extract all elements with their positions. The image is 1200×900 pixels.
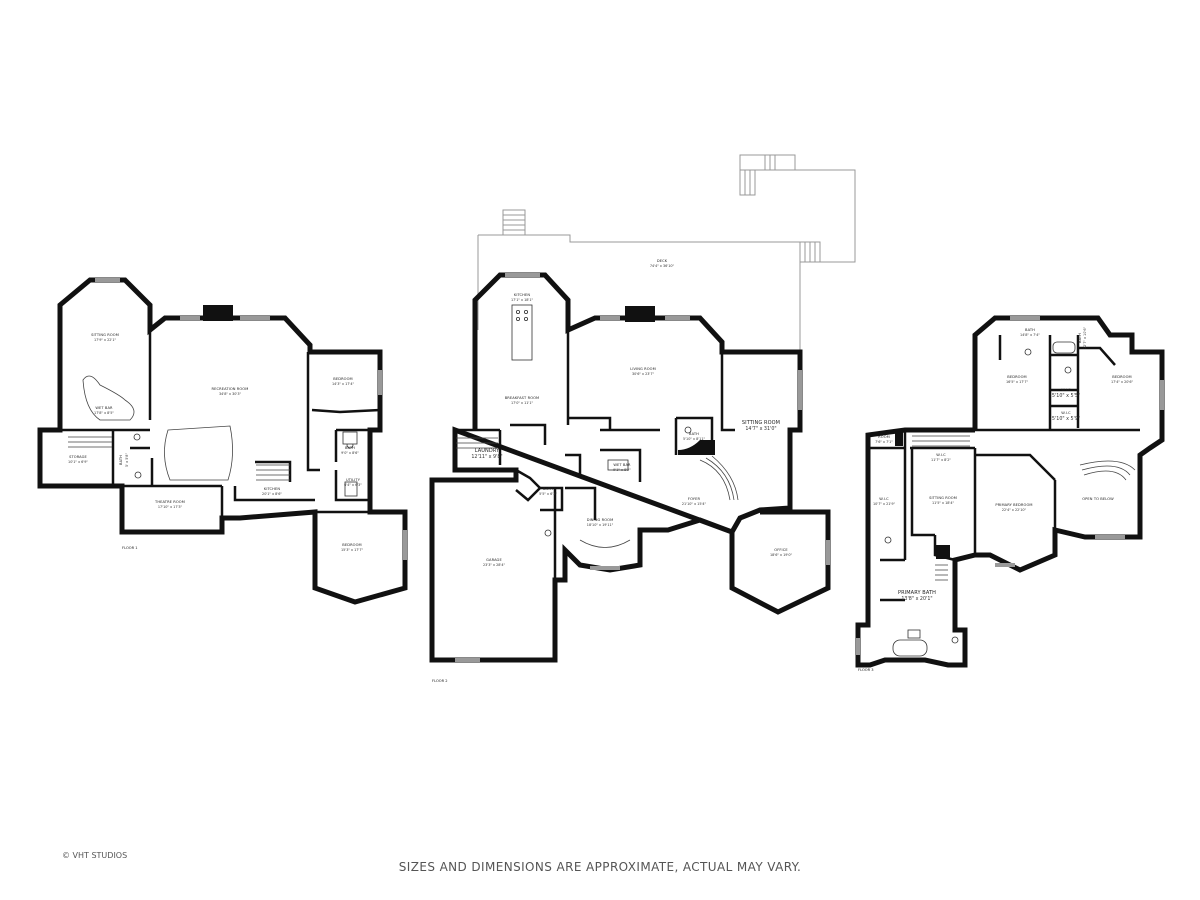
primary-bathtub [892, 639, 928, 657]
f2-bath-dim: 5'10" x 8'11" [683, 437, 706, 441]
f3-primary-bath-name: PRIMARY BATH [898, 590, 936, 596]
f3-wic3-name: W.I.C [936, 453, 946, 457]
f2-sitting-name: SITTING ROOM [742, 420, 780, 426]
f2-bath2-dim: 5'5" x 6'3" [539, 492, 557, 496]
f2-garage-name: GARAGE [486, 558, 502, 562]
floor-3-outer-wall [855, 315, 1165, 668]
f3-bath1-name: BATH [1025, 328, 1035, 332]
f2-breakfast-name: BREAKFAST ROOM [505, 396, 540, 400]
deck-stairs-icon [502, 154, 821, 263]
f1-storage-name: STORAGE [69, 455, 87, 459]
f3-bath2-name: BATH [1078, 333, 1082, 343]
f2-laundry-name: LAUNDRY [475, 448, 500, 454]
f1-bath-small-name: BATH [119, 455, 123, 465]
f2-living-dim: 30'6" x 23'7" [632, 372, 655, 376]
f2-breakfast-dim: 17'0" x 11'1" [511, 401, 534, 405]
f3-wic2-dim: 5'10" x 5'9" [1052, 416, 1080, 422]
foyer-stairs-icon [678, 440, 739, 501]
f3-wic2-name: W.I.C [1061, 411, 1071, 415]
f1-storage-dim: 10'1" x 6'9" [68, 460, 88, 464]
f1-kitchen-dim: 20'1" x 8'6" [262, 492, 282, 496]
f1-bath-dim: 9'0" x 8'6" [341, 451, 359, 455]
f3-primary-bed-dim: 22'4" x 22'10" [1002, 508, 1027, 512]
f1-bath-small-dim: 5' x 5'8" [125, 453, 129, 467]
f1-sitting-name: SITTING ROOM [91, 333, 119, 337]
f2-laundry-dim: 12'11" x 9'8" [471, 454, 502, 460]
floor-3-label: FLOOR 3 [858, 668, 874, 672]
floor-1-outer-wall [37, 277, 408, 605]
f3-wic3-dim: 11'7" x 8'2" [931, 458, 951, 462]
f3-room-dim: 7'6" x 7'1" [875, 440, 893, 444]
f1-wetbar-name: WET BAR [95, 406, 113, 410]
disclaimer-text: SIZES AND DIMENSIONS ARE APPROXIMATE, AC… [398, 860, 802, 874]
f2-deck-dim: 74'4" x 36'10" [650, 264, 675, 268]
floor-3-plan: BATH 14'8" x 7'4" BATH 12'7" x 10'6" BED… [855, 315, 1165, 672]
f3-wic4-dim: 10'7" x 21'9" [873, 502, 896, 506]
f3-sitting-dim: 11'5" x 18'4" [932, 501, 955, 505]
f2-foyer-dim: 21'10" x 15'4" [682, 502, 707, 506]
floor-1-label: FLOOR 1 [122, 546, 138, 550]
f1-wetbar-dim: 17'8" x 8'5" [94, 411, 114, 415]
f1-bath-name: BATH [345, 446, 355, 450]
f1-utility-name: UTILITY [346, 478, 361, 482]
f3-bath2-dim: 12'7" x 10'6" [1083, 327, 1087, 350]
floor-2-plan: DECK 74'4" x 36'10" KITCHEN 17'1" x 18'1… [429, 154, 856, 683]
f2-bath2-name: BATH [543, 487, 553, 491]
f2-garage-dim: 23'3" x 28'4" [483, 563, 506, 567]
f1-bedroom2-name: BEDROOM [342, 543, 361, 547]
f2-deck-name: DECK [657, 259, 668, 263]
f1-recreation-name: RECREATION ROOM [212, 387, 249, 391]
f3-room-name: ROOM [878, 435, 890, 439]
f2-foyer-name: FOYER [688, 497, 701, 501]
floor-2-deck [477, 169, 856, 355]
floor-1-stairs-icon [68, 436, 290, 481]
f3-bedroom1-name: BEDROOM [1007, 375, 1026, 379]
f2-office-name: OFFICE [774, 548, 788, 552]
f2-sitting-dim: 14'7" x 31'0" [745, 426, 776, 432]
f2-dining-dim: 18'10" x 19'11" [587, 523, 614, 527]
f2-bath-name: BATH [689, 432, 699, 436]
f1-bedroom1-dim: 14'3" x 17'4" [332, 382, 355, 386]
f2-office-dim: 18'6" x 19'0" [770, 553, 793, 557]
f2-kitchen-dim: 17'1" x 18'1" [511, 298, 534, 302]
floor-2-label: FLOOR 2 [432, 679, 448, 683]
kitchen-island [511, 304, 533, 361]
floor-3-stairs-icon [912, 435, 1136, 581]
f3-wic4-name: W.I.C [879, 497, 889, 501]
f3-primary-bed-name: PRIMARY BEDROOM [995, 503, 1032, 507]
f1-sitting-dim: 17'9" x 22'1" [94, 338, 117, 342]
f1-bedroom2-dim: 15'3" x 17'7" [341, 548, 364, 552]
f3-sitting-name: SITTING ROOM [929, 496, 957, 500]
f3-bath1-dim: 14'8" x 7'4" [1020, 333, 1040, 337]
f3-bedroom2-dim: 17'4" x 20'6" [1111, 380, 1134, 384]
f3-primary-bath-dim: 13'8" x 20'1" [901, 596, 932, 602]
f3-bedroom1-dim: 16'5" x 17'7" [1006, 380, 1029, 384]
f2-dining-name: DINING ROOM [587, 518, 614, 522]
copyright-text: © VHT STUDIOS [62, 851, 128, 860]
f1-bedroom1-name: BEDROOM [333, 377, 352, 381]
f3-open-name: OPEN TO BELOW [1082, 497, 1114, 501]
f1-theatre-name: THEATRE ROOM [154, 500, 185, 504]
f1-utility-dim: 6'4" x 6'3" [344, 483, 362, 487]
f1-kitchen-name: KITCHEN [264, 487, 280, 491]
f1-theatre-dim: 17'10" x 17'3" [158, 505, 183, 509]
f3-wic1-dim: 5'10" x 5'5" [1052, 393, 1080, 399]
f2-kitchen-name: KITCHEN [514, 293, 530, 297]
f1-recreation-dim: 34'8" x 30'3" [219, 392, 242, 396]
f2-wetbar-dim: 9'1" x 8'2" [613, 468, 631, 472]
floor-1-plan: SITTING ROOM 17'9" x 22'1" RECREATION RO… [37, 277, 408, 605]
f3-wic1-name: W.I.C [1061, 388, 1071, 392]
f2-wetbar-name: WET BAR [613, 463, 631, 467]
f3-bedroom2-name: BEDROOM [1112, 375, 1131, 379]
f2-living-name: LIVING ROOM [630, 367, 656, 371]
